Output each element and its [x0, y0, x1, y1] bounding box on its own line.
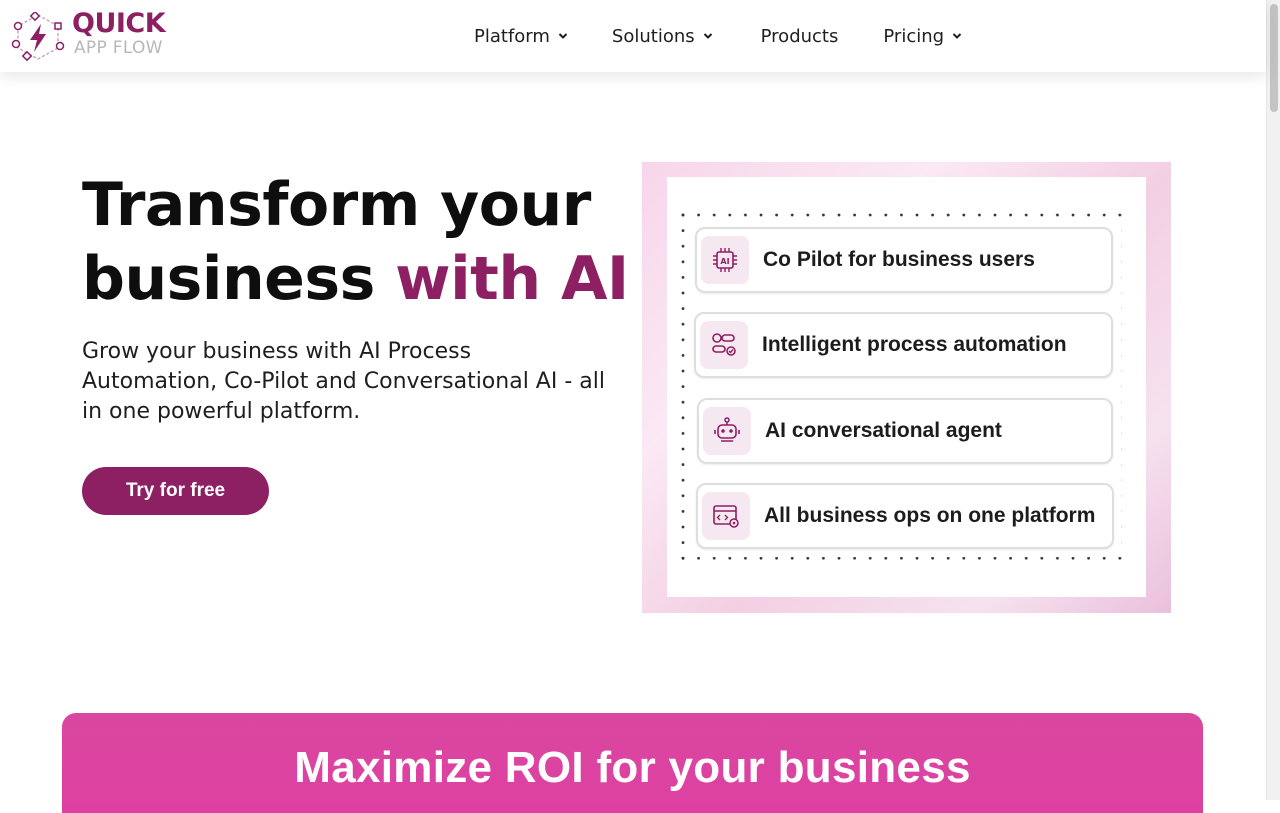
feature-board: AI Co Pilot for business users Intellige…	[667, 177, 1146, 597]
code-settings-icon	[702, 492, 750, 540]
main-nav: Platform Solutions Products Pricing	[474, 0, 962, 72]
hero-title: Transform your business with AI	[82, 168, 642, 316]
feature-card-conversational: AI conversational agent	[697, 398, 1113, 464]
chevron-down-icon	[703, 33, 712, 39]
chevron-down-icon	[952, 33, 962, 39]
site-header: QUICK APP FLOW Platform Solutions Produc…	[0, 0, 1266, 72]
feature-label: Intelligent process automation	[762, 333, 1067, 356]
robot-icon	[703, 407, 751, 455]
feature-card-automation: Intelligent process automation	[694, 312, 1113, 378]
page-scrollbar[interactable]	[1266, 0, 1280, 800]
workflow-icon	[700, 321, 748, 369]
nav-item-solutions[interactable]: Solutions	[612, 0, 713, 72]
feature-label: All business ops on one platform	[764, 504, 1096, 527]
brand-logo[interactable]: QUICK APP FLOW	[10, 8, 180, 64]
feature-illustration: AI Co Pilot for business users Intellige…	[642, 162, 1171, 613]
nav-item-platform[interactable]: Platform	[474, 0, 568, 72]
brand-name-primary: QUICK	[72, 8, 166, 39]
feature-label: Co Pilot for business users	[763, 248, 1035, 271]
nav-item-label: Solutions	[611, 25, 695, 47]
nav-item-label: Platform	[474, 25, 550, 47]
feature-card-copilot: AI Co Pilot for business users	[695, 227, 1113, 293]
dotted-grid-decoration	[681, 213, 1131, 563]
roi-banner-title: Maximize ROI for your business	[294, 743, 971, 792]
hero-subtitle: Grow your business with AI Process Autom…	[82, 339, 605, 424]
svg-text:AI: AI	[720, 257, 729, 266]
roi-banner: Maximize ROI for your business	[62, 713, 1203, 813]
feature-card-business-ops: All business ops on one platform	[696, 483, 1114, 549]
nav-item-label: Pricing	[883, 25, 945, 47]
scrollbar-thumb[interactable]	[1270, 4, 1278, 112]
hero-title-line1: Transform your	[82, 170, 591, 240]
logo-mark-icon	[11, 12, 65, 62]
chevron-down-icon	[558, 33, 568, 39]
hero-title-line2: business	[82, 244, 396, 314]
hero-title-accent: with AI	[395, 244, 629, 314]
nav-item-pricing[interactable]: Pricing	[883, 0, 962, 72]
ai-chip-icon: AI	[701, 236, 749, 284]
feature-label: AI conversational agent	[765, 419, 1002, 442]
brand-name-secondary: APP FLOW	[74, 38, 163, 58]
try-for-free-button[interactable]: Try for free	[82, 467, 269, 515]
nav-item-products[interactable]: Products	[761, 0, 839, 72]
nav-item-label: Products	[760, 25, 839, 47]
